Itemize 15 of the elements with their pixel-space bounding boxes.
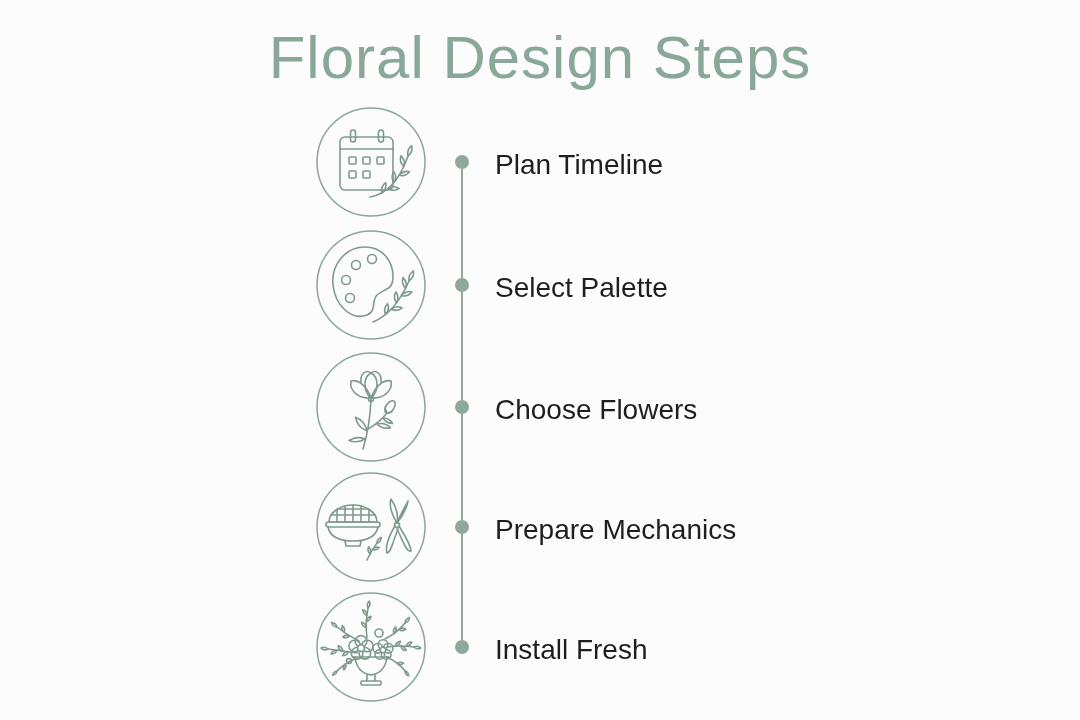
step-label: Choose Flowers <box>495 394 698 426</box>
step-label: Prepare Mechanics <box>495 514 737 546</box>
timeline-dot <box>455 400 469 414</box>
step-label: Select Palette <box>495 272 668 304</box>
timeline-dot <box>455 640 469 654</box>
timeline-dot <box>455 520 469 534</box>
step-label: Plan Timeline <box>495 149 664 181</box>
timeline-line <box>461 291 463 401</box>
timeline-dot <box>455 155 469 169</box>
title: Floral Design Steps <box>268 28 812 88</box>
timeline-line <box>461 168 463 279</box>
timeline-line <box>461 413 463 521</box>
timeline-dot <box>455 278 469 292</box>
timeline-line <box>461 533 463 641</box>
step-label: Install Fresh <box>495 634 648 666</box>
